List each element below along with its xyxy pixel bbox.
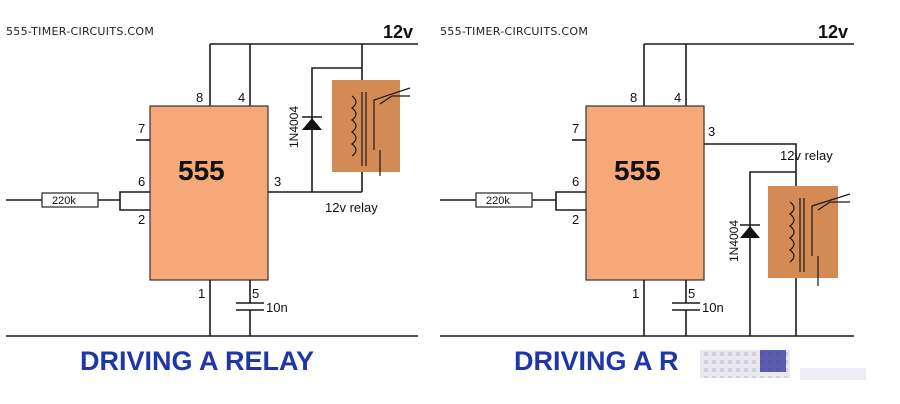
left-pin2-6-tie xyxy=(119,191,150,211)
left-cap-label: 10n xyxy=(266,300,288,315)
right-pin2-6-tie xyxy=(555,191,586,211)
left-resistor-label: 220k xyxy=(52,195,76,207)
obscured-strip xyxy=(800,368,866,380)
left-supply-label: 12v xyxy=(383,22,413,42)
right-supply-label: 12v xyxy=(818,22,848,42)
right-site-watermark: 555-TIMER-CIRCUITS.COM xyxy=(440,25,588,38)
left-diode-wire xyxy=(311,67,362,192)
right-pin8-label: 8 xyxy=(630,90,637,105)
left-relay-label: 12v relay xyxy=(325,200,378,215)
left-555-chip xyxy=(149,105,269,281)
left-pin2-label: 2 xyxy=(138,212,145,227)
left-pin5-label: 5 xyxy=(252,286,259,301)
right-pin4-label: 4 xyxy=(674,90,681,105)
right-555-chip xyxy=(585,105,705,281)
left-pin3-label: 3 xyxy=(274,174,281,189)
left-title: DRIVING A RELAY xyxy=(80,346,314,376)
right-pin6-label: 6 xyxy=(572,174,579,189)
right-diode-symbol xyxy=(740,226,760,238)
right-relay-label: 12v relay xyxy=(780,148,833,163)
left-chip-label: 555 xyxy=(178,155,225,186)
left-pin6-label: 6 xyxy=(138,174,145,189)
right-diode-wire xyxy=(749,171,796,336)
left-pin7-label: 7 xyxy=(138,121,145,136)
right-pin2-label: 2 xyxy=(572,212,579,227)
right-relay xyxy=(768,186,838,278)
left-relay-contact-nc xyxy=(379,95,410,105)
right-pin7-label: 7 xyxy=(572,121,579,136)
right-pin1-label: 1 xyxy=(632,286,639,301)
right-chip-label: 555 xyxy=(614,155,661,186)
left-pin4-label: 4 xyxy=(238,90,245,105)
left-pin8-label: 8 xyxy=(196,90,203,105)
right-pin3-label: 3 xyxy=(708,124,715,139)
left-circuit: 555-TIMER-CIRCUITS.COM 12v 555 8 4 7 6 2… xyxy=(6,22,418,376)
obscured-block xyxy=(760,350,786,372)
left-relay-coil xyxy=(351,95,357,157)
right-circuit: 555-TIMER-CIRCUITS.COM 12v 555 8 4 7 6 2… xyxy=(440,22,866,380)
left-diode-label: 1N4004 xyxy=(287,106,301,148)
right-relay-contact-nc xyxy=(817,201,850,211)
left-relay-contact xyxy=(373,87,411,150)
right-cap-label: 10n xyxy=(702,300,724,315)
right-relay-contact xyxy=(811,193,851,256)
right-pin5-label: 5 xyxy=(688,286,695,301)
right-relay-coil xyxy=(789,201,795,263)
left-diode-symbol xyxy=(302,118,322,130)
left-site-watermark: 555-TIMER-CIRCUITS.COM xyxy=(6,25,154,38)
right-diode-label: 1N4004 xyxy=(727,220,741,262)
right-title: DRIVING A R xyxy=(514,346,679,376)
left-pin1-label: 1 xyxy=(198,286,205,301)
right-resistor-label: 220k xyxy=(486,195,510,207)
